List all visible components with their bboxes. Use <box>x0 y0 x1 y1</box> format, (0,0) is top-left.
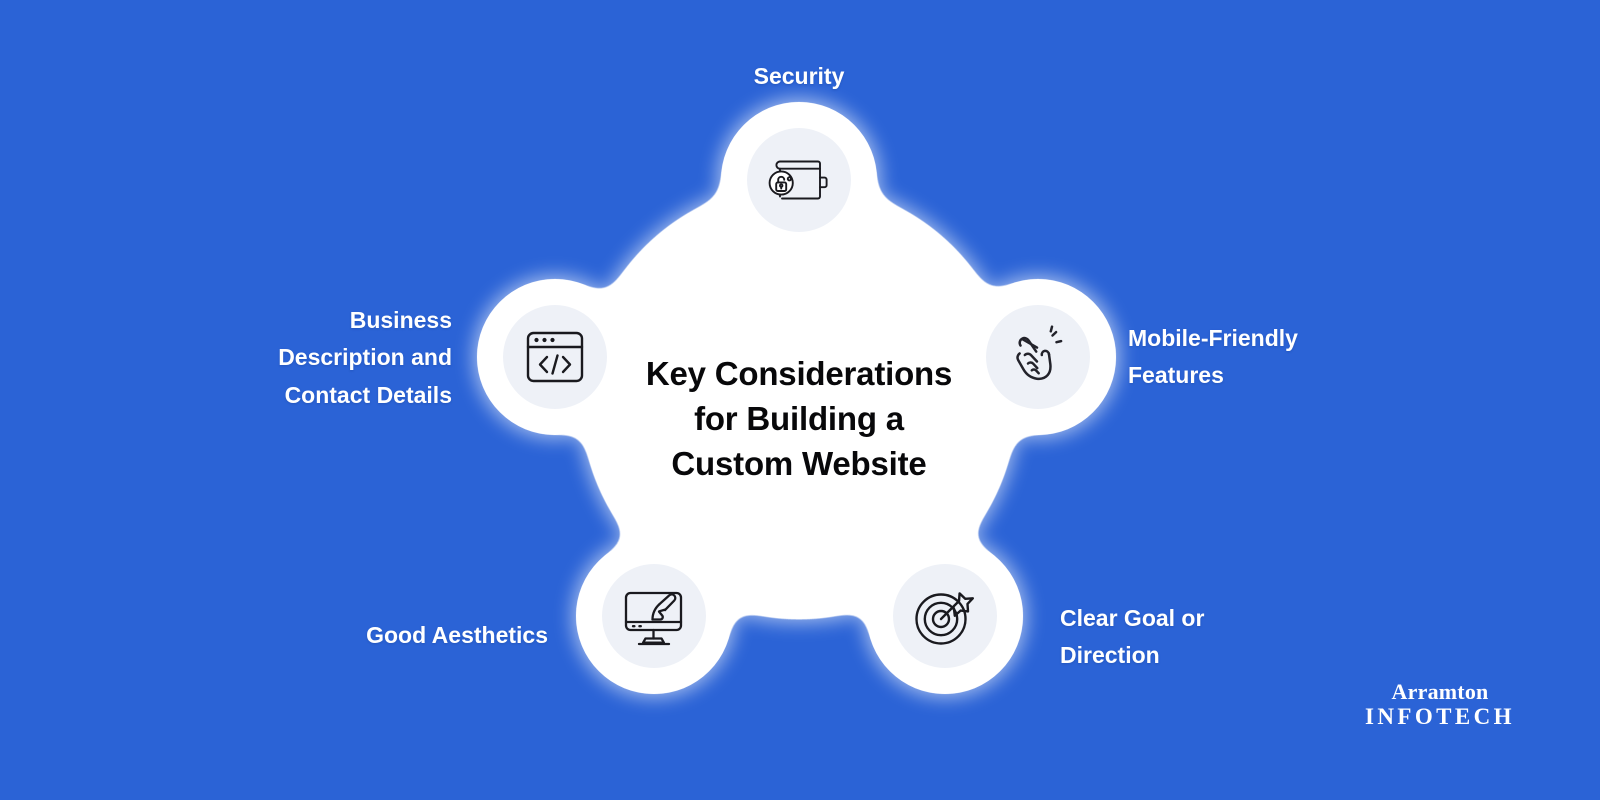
wallet-lock-icon <box>763 144 835 216</box>
node-security[interactable] <box>747 128 851 232</box>
label-mobile-friendly: Mobile-Friendly Features <box>1128 320 1428 395</box>
node-business-description[interactable] <box>503 305 607 409</box>
label-business-line-1: Business <box>349 307 452 333</box>
center-title-line-3: Custom Website <box>671 444 927 482</box>
label-business-description: Business Description and Contact Details <box>150 302 452 414</box>
node-clear-goal[interactable] <box>893 564 997 668</box>
center-title-line-2: for Building a <box>694 399 904 437</box>
label-business-line-2: Description and <box>278 344 452 371</box>
label-goal-line-1: Clear Goal or <box>1060 605 1205 631</box>
label-business-line-3: Contact Details <box>284 381 452 408</box>
center-title-line-1: Key Considerations <box>645 355 953 392</box>
label-good-aesthetics: Good Aesthetics <box>190 617 548 654</box>
brand-subtitle: INFOTECH <box>1365 704 1515 730</box>
label-clear-goal: Clear Goal or Direction <box>1060 600 1310 675</box>
node-mobile-friendly[interactable] <box>986 305 1090 409</box>
center-title: Key Considerations for Building a Custom… <box>566 352 1032 487</box>
label-mobile-line-2: Features <box>1128 362 1224 389</box>
label-mobile-line-1: Mobile-Friendly <box>1128 325 1298 351</box>
label-security-line-1: Security <box>753 63 845 89</box>
target-arrow-icon <box>910 582 980 650</box>
brand-name: Arramton <box>1391 679 1489 704</box>
label-goal-line-2: Direction <box>1060 642 1160 669</box>
brand-logo: Arramton INFOTECH <box>1330 680 1550 729</box>
code-window-icon <box>522 324 588 390</box>
node-good-aesthetics[interactable] <box>602 564 706 668</box>
monitor-paintbrush-icon <box>619 582 689 650</box>
label-aesthetics-line-1: Good Aesthetics <box>366 622 548 648</box>
label-security: Security <box>649 58 949 95</box>
hand-tap-icon <box>1006 323 1070 391</box>
